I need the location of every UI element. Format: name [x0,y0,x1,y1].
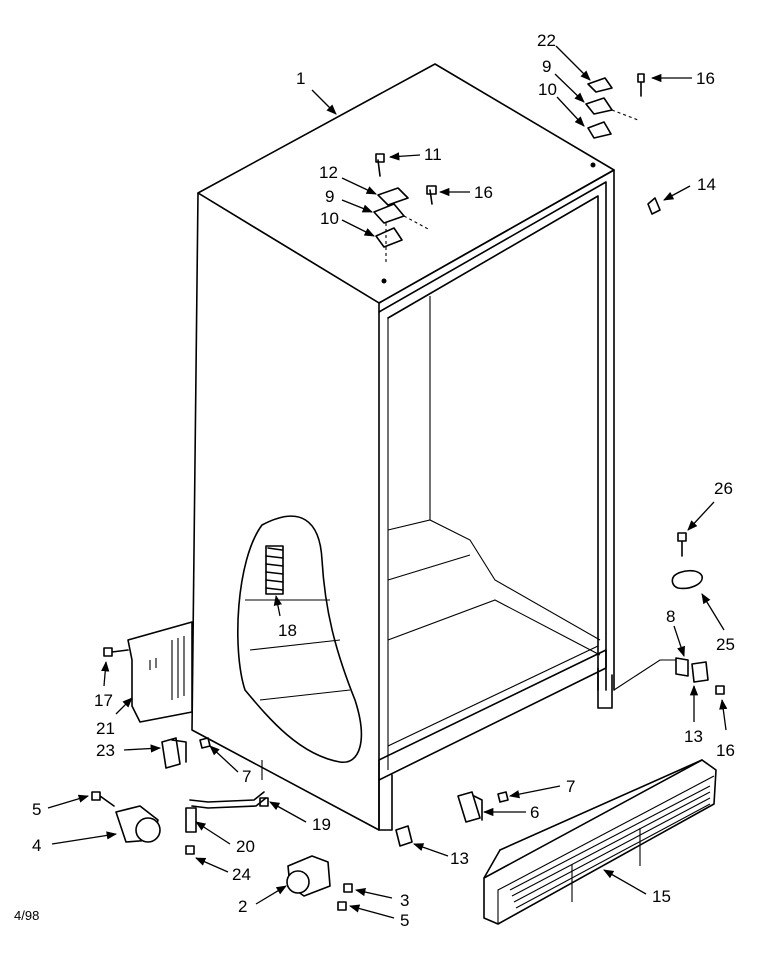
callout-16c: 16 [716,741,735,760]
upper-hinge-left [373,153,437,262]
callout-16: 16 [696,69,715,88]
leveling-roller-left [91,791,161,843]
callout-13b: 13 [450,849,469,868]
callout-26: 26 [714,479,733,498]
callout-25: 25 [716,635,735,654]
date-code: 4/98 [14,908,39,923]
callout-labels: 1 22 9 16 10 11 12 9 16 10 14 26 18 25 8… [32,31,735,930]
callout-11: 11 [424,145,442,164]
callout-5b: 5 [400,911,409,930]
callout-17: 17 [94,691,113,710]
drain-tube [185,791,269,855]
callout-5: 5 [32,800,41,819]
callout-13: 13 [684,727,703,746]
callout-1: 1 [296,69,305,88]
callout-12: 12 [319,163,338,182]
callout-16b: 16 [474,183,493,202]
callout-2: 2 [238,897,247,916]
callout-10b: 10 [320,209,339,228]
toe-grille [483,759,717,925]
wire-clip [161,737,211,769]
upper-hinge-right [585,73,645,139]
spacer-13 [395,825,413,847]
callout-15: 15 [652,887,671,906]
callout-18: 18 [278,621,297,640]
callout-22: 22 [537,31,556,50]
callout-24: 24 [232,865,251,884]
callout-21: 21 [96,719,115,738]
callout-9b: 9 [325,187,334,206]
callout-9: 9 [542,57,551,76]
callout-8: 8 [666,607,675,626]
callout-23: 23 [96,741,115,760]
bracket-6 [457,791,509,823]
callout-4: 4 [32,836,41,855]
cabinet [191,63,615,831]
leveling-roller-right [286,855,353,911]
leader-lines [47,45,728,919]
callout-7b: 7 [566,777,575,796]
callout-7: 7 [242,767,251,786]
callout-6: 6 [530,803,539,822]
compressor-bracket [103,621,193,723]
callout-20: 20 [236,837,255,856]
callout-10: 10 [538,80,557,99]
drain-coil [265,545,284,595]
callout-14: 14 [697,175,716,194]
lower-hinge-right [613,532,725,695]
door-stop-pin [647,197,661,215]
callout-3: 3 [400,891,409,910]
callout-19: 19 [312,815,331,834]
